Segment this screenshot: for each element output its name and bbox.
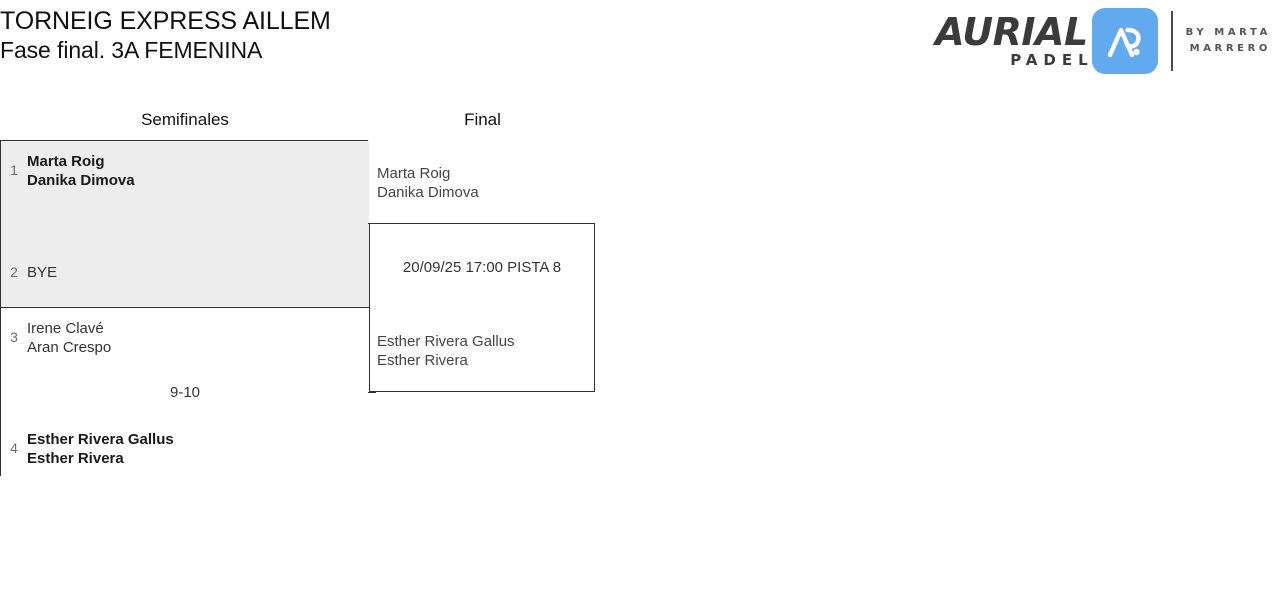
team-player-1a: Marta Roig <box>27 153 105 170</box>
team-player-2a: BYE <box>27 264 58 281</box>
seed-number-4: 4 <box>10 440 18 456</box>
page-title: TORNEIG EXPRESS AILLEM Fase final. 3A FE… <box>0 6 331 65</box>
round-header-final: Final <box>464 110 501 129</box>
connector-line-bottom <box>368 392 376 393</box>
logo-byline: BY MARTA MARRERO <box>1186 25 1271 57</box>
team-name-2: BYE <box>27 263 57 282</box>
seed-number-2: 2 <box>10 264 18 280</box>
final-team-bottom: Esther Rivera Gallus Esther Rivera <box>377 332 515 370</box>
final-team-top: Marta Roig Danika Dimova <box>377 164 479 202</box>
team-name-4: Esther Rivera Gallus Esther Rivera <box>27 430 174 468</box>
bracket-slot-2[interactable]: 2 BYE <box>1 263 57 282</box>
team-name-3: Irene Clavé Aran Crespo <box>27 319 111 357</box>
seed-number-3: 3 <box>10 329 18 345</box>
team-player-3b: Aran Crespo <box>27 339 112 356</box>
tournament-phase: Fase final. 3A FEMENINA <box>0 37 263 63</box>
logo-wordmark: AURIAL PADEL <box>935 13 1088 70</box>
bracket-slot-1[interactable]: 1 Marta Roig Danika Dimova <box>1 152 135 190</box>
seed-number-1: 1 <box>10 162 18 178</box>
logo-aurial-text: AURIAL <box>935 9 1088 54</box>
team-player-1b: Danika Dimova <box>27 172 135 189</box>
page-header: TORNEIG EXPRESS AILLEM Fase final. 3A FE… <box>0 0 1280 84</box>
logo-byline-line2: MARRERO <box>1189 43 1271 54</box>
team-player-4a: Esther Rivera Gallus <box>27 431 174 448</box>
final-schedule: 20/09/25 17:00 PISTA 8 <box>402 259 562 276</box>
semifinal-match-2-score: 9-10 <box>169 384 201 401</box>
logo-padel-text: PADEL <box>1010 50 1094 69</box>
semifinal-column: 1 Marta Roig Danika Dimova 2 BYE 3 Irene… <box>0 140 369 476</box>
final-team-top-player-a: Marta Roig <box>377 165 451 182</box>
tournament-name: TORNEIG EXPRESS AILLEM <box>0 7 331 35</box>
logo-divider <box>1170 11 1173 71</box>
brand-logo: AURIAL PADEL BY MARTA MARRERO <box>935 8 1271 74</box>
final-team-bottom-player-a: Esther Rivera Gallus <box>377 333 515 350</box>
team-player-4b: Esther Rivera <box>27 450 124 467</box>
ap-monogram-icon <box>1091 8 1158 74</box>
logo-byline-line1: BY MARTA <box>1185 27 1271 38</box>
bracket-slot-3[interactable]: 3 Irene Clavé Aran Crespo <box>1 319 111 357</box>
bracket-slot-4[interactable]: 4 Esther Rivera Gallus Esther Rivera <box>1 430 174 468</box>
final-team-bottom-player-b: Esther Rivera <box>377 352 468 369</box>
team-name-1: Marta Roig Danika Dimova <box>27 152 135 190</box>
semifinal-match-1[interactable] <box>1 141 369 308</box>
round-header-semifinales: Semifinales <box>141 110 229 129</box>
semifinal-match-2[interactable] <box>1 308 369 476</box>
team-player-3a: Irene Clavé <box>27 320 104 337</box>
final-match[interactable] <box>369 223 595 392</box>
final-team-top-player-b: Danika Dimova <box>377 184 479 201</box>
